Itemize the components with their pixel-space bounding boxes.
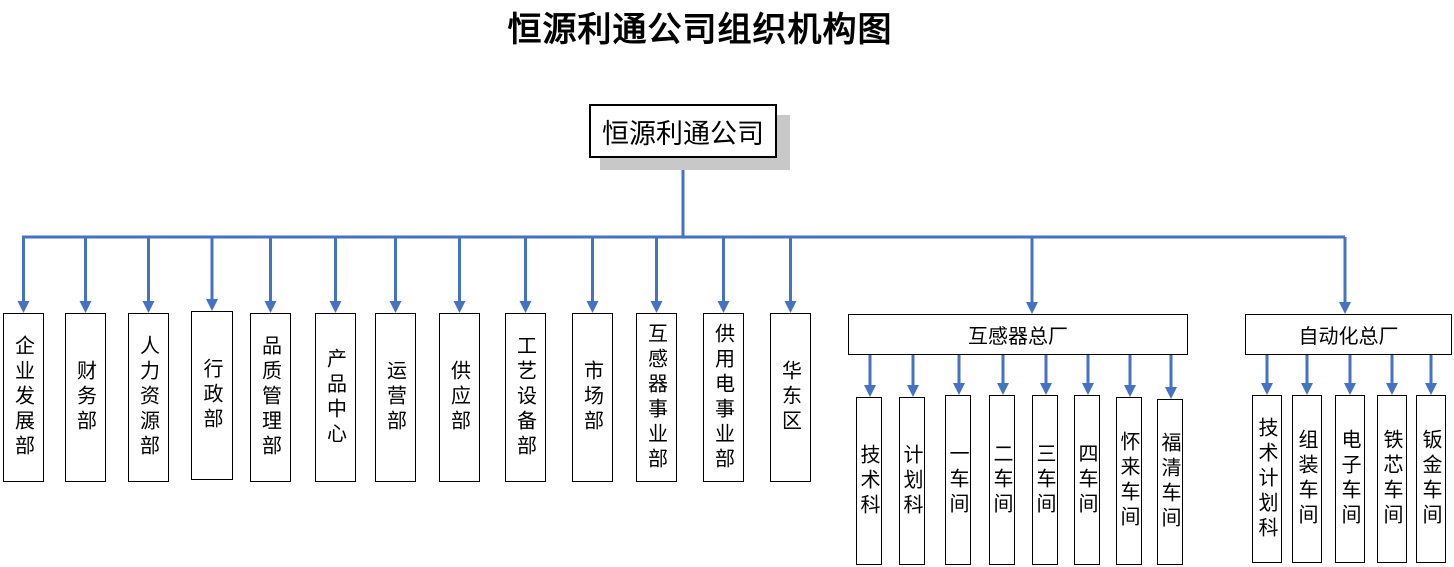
dept-box[interactable]: 供用电事业部 bbox=[703, 313, 744, 482]
dept-label: 企业发展部 bbox=[11, 335, 36, 460]
unit-label: 计划科 bbox=[900, 443, 924, 519]
unit-label: 四车间 bbox=[1075, 442, 1099, 518]
arrowhead bbox=[519, 301, 532, 313]
unit-label: 三车间 bbox=[1033, 442, 1057, 518]
arrowhead bbox=[142, 301, 155, 313]
arrowhead bbox=[264, 301, 277, 313]
arrowhead bbox=[907, 385, 919, 397]
dept-box[interactable]: 产品中心 bbox=[315, 313, 356, 482]
arrowhead bbox=[1026, 302, 1038, 314]
unit-box[interactable]: 技术科 bbox=[856, 397, 882, 565]
unit-label: 怀来车间 bbox=[1117, 431, 1141, 531]
factory-box-automation[interactable]: 自动化总厂 bbox=[1245, 314, 1452, 355]
arrowhead bbox=[1261, 383, 1273, 395]
arrowhead bbox=[953, 383, 965, 395]
factory-label: 自动化总厂 bbox=[1298, 324, 1399, 348]
dept-label: 互感器事业部 bbox=[644, 322, 669, 473]
root-company-label: 恒源利通公司 bbox=[602, 118, 764, 150]
unit-box[interactable]: 电子车间 bbox=[1335, 395, 1365, 563]
dept-box[interactable]: 行政部 bbox=[191, 311, 233, 480]
dept-box[interactable]: 互感器事业部 bbox=[636, 313, 677, 482]
dept-label: 工艺设备部 bbox=[513, 335, 538, 460]
unit-box[interactable]: 计划科 bbox=[899, 397, 925, 565]
unit-label: 组装车间 bbox=[1295, 429, 1319, 529]
dept-box[interactable]: 运营部 bbox=[375, 313, 416, 482]
arrowhead bbox=[329, 301, 342, 313]
dept-box[interactable]: 供应部 bbox=[439, 313, 480, 482]
dept-label: 品质管理部 bbox=[258, 335, 283, 460]
root-company-box[interactable]: 恒源利通公司 bbox=[589, 104, 777, 158]
unit-box[interactable]: 钣金车间 bbox=[1416, 395, 1446, 563]
arrowhead bbox=[453, 301, 466, 313]
dept-label: 财务部 bbox=[73, 360, 98, 435]
dept-label: 行政部 bbox=[200, 358, 224, 433]
unit-label: 钣金车间 bbox=[1419, 429, 1443, 529]
unit-box[interactable]: 福清车间 bbox=[1157, 399, 1183, 565]
unit-label: 二车间 bbox=[990, 442, 1014, 518]
dept-box[interactable]: 市场部 bbox=[572, 313, 613, 482]
arrowhead bbox=[1344, 383, 1356, 395]
unit-box[interactable]: 一车间 bbox=[945, 395, 971, 565]
unit-box[interactable]: 技术计划科 bbox=[1252, 395, 1282, 563]
unit-box[interactable]: 四车间 bbox=[1074, 395, 1100, 565]
arrowhead bbox=[17, 301, 30, 313]
arrowhead bbox=[717, 301, 730, 313]
unit-label: 电子车间 bbox=[1338, 429, 1362, 529]
unit-box[interactable]: 铁芯车间 bbox=[1377, 395, 1407, 563]
arrowhead bbox=[997, 383, 1009, 395]
arrowhead bbox=[650, 301, 663, 313]
arrowhead bbox=[864, 385, 876, 397]
dept-box[interactable]: 企业发展部 bbox=[3, 313, 44, 482]
unit-label: 技术计划科 bbox=[1255, 416, 1279, 542]
arrowhead bbox=[79, 301, 92, 313]
unit-label: 技术科 bbox=[857, 443, 881, 519]
dept-box[interactable]: 人力资源部 bbox=[128, 313, 169, 482]
unit-box[interactable]: 组装车间 bbox=[1292, 395, 1322, 563]
dept-label: 人力资源部 bbox=[136, 335, 161, 460]
dept-label: 供用电事业部 bbox=[711, 322, 736, 473]
arrowhead bbox=[1165, 387, 1177, 399]
factory-label: 互感器总厂 bbox=[968, 324, 1068, 348]
arrowhead bbox=[1082, 383, 1094, 395]
dept-label: 运营部 bbox=[383, 360, 408, 435]
dept-label: 产品中心 bbox=[323, 347, 348, 448]
arrowhead bbox=[389, 301, 402, 313]
unit-box[interactable]: 怀来车间 bbox=[1116, 397, 1142, 565]
dept-box[interactable]: 品质管理部 bbox=[250, 313, 291, 482]
arrowhead bbox=[1124, 385, 1136, 397]
arrowhead bbox=[206, 299, 218, 311]
dept-box[interactable]: 财务部 bbox=[65, 313, 106, 482]
unit-label: 一车间 bbox=[946, 442, 970, 518]
dept-label: 供应部 bbox=[447, 360, 472, 435]
dept-box[interactable]: 华东区 bbox=[770, 313, 811, 482]
page-title: 恒源利通公司组织机构图 bbox=[507, 10, 893, 50]
arrowhead bbox=[1386, 383, 1398, 395]
arrowhead bbox=[1301, 383, 1313, 395]
arrowhead bbox=[1339, 302, 1351, 314]
unit-label: 福清车间 bbox=[1158, 432, 1182, 532]
arrowhead bbox=[1040, 383, 1052, 395]
dept-label: 市场部 bbox=[580, 360, 605, 435]
unit-box[interactable]: 三车间 bbox=[1032, 395, 1058, 565]
dept-box[interactable]: 工艺设备部 bbox=[505, 313, 546, 482]
arrowhead bbox=[1425, 383, 1437, 395]
unit-label: 铁芯车间 bbox=[1380, 429, 1404, 529]
factory-box-transformer[interactable]: 互感器总厂 bbox=[848, 314, 1188, 355]
dept-label: 华东区 bbox=[778, 360, 803, 435]
arrowhead bbox=[586, 301, 599, 313]
arrowhead bbox=[784, 301, 797, 313]
unit-box[interactable]: 二车间 bbox=[989, 395, 1015, 565]
